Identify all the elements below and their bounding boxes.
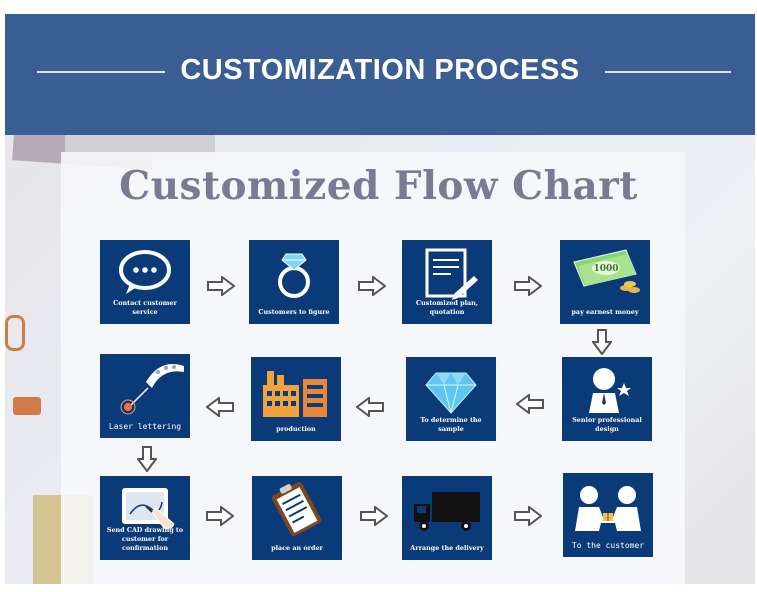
step-label: production <box>276 425 316 433</box>
arrow-right-icon <box>514 276 542 296</box>
step-label: place an order <box>271 544 323 552</box>
step-senior-professional-design: Senior professional design <box>562 357 652 441</box>
money-note-text: 1000 <box>593 264 618 274</box>
header-banner: CUSTOMIZATION PROCESS <box>5 14 755 135</box>
gemstone-icon <box>425 372 477 414</box>
money-icon: 1000 <box>573 249 640 293</box>
step-customers-to-figure: Customers to figure <box>249 240 339 324</box>
arrow-left-icon <box>516 394 544 414</box>
step-customized-plan-quotation: Customized plan, quotation <box>402 240 492 324</box>
step-to-the-customer: To the customer <box>563 473 653 557</box>
step-label: Send CAD drawing to customer for confirm… <box>106 526 184 552</box>
step-label: Senior professional design <box>572 416 642 433</box>
step-place-an-order: place an order <box>252 476 342 560</box>
ruler-decoration <box>65 135 215 157</box>
truck-icon <box>414 492 480 531</box>
step-label: To the customer <box>571 541 645 550</box>
arrow-down-icon <box>592 329 612 355</box>
step-contact-customer-service: Contact customer service <box>100 240 190 324</box>
step-label: pay earnest money <box>571 308 639 316</box>
step-arrange-the-delivery: Arrange the delivery <box>402 476 492 560</box>
step-send-cad-drawing: Send CAD drawing to customer for confirm… <box>100 476 190 560</box>
step-label: Arrange the delivery <box>410 544 484 552</box>
step-to-determine-the-sample: To determine the sample <box>406 357 496 441</box>
step-production: production <box>251 357 341 441</box>
document-pen-icon <box>425 248 478 300</box>
arrow-right-icon <box>358 276 386 296</box>
step-label: To determine the sample <box>420 416 482 433</box>
arrow-right-icon <box>360 506 388 526</box>
page-title: CUSTOMIZATION PROCESS <box>180 54 580 86</box>
binder-clip-decoration <box>5 315 25 351</box>
cad-tablet-icon <box>122 488 175 529</box>
arrow-right-icon <box>206 506 234 526</box>
laser-engraver-icon <box>120 364 184 415</box>
step-label: Customized plan, quotation <box>415 299 479 316</box>
designer-icon <box>589 368 631 413</box>
arrow-down-icon <box>137 446 157 472</box>
handover-icon <box>575 486 641 531</box>
clipboard-icon <box>271 481 322 537</box>
arrow-left-icon <box>356 397 384 417</box>
arrow-left-icon <box>206 397 234 417</box>
diamond-ring-icon <box>278 253 310 298</box>
arrow-right-icon <box>207 276 235 296</box>
flow-chart-title: Customized Flow Chart <box>119 163 638 209</box>
step-label: Contact customer service <box>113 299 177 316</box>
header-left-rule <box>37 71 165 73</box>
step-label: Customers to figure <box>258 308 330 316</box>
step-label: Laser lettering <box>108 422 182 431</box>
arrow-right-icon <box>514 506 542 526</box>
binder-clip-decoration-2 <box>13 397 41 415</box>
step-laser-lettering: Laser lettering <box>100 354 190 438</box>
factory-icon <box>263 371 327 417</box>
chat-bubble-icon <box>119 250 171 294</box>
header-right-rule <box>605 71 731 73</box>
step-pay-earnest-money: 1000 pay earnest money <box>560 240 650 324</box>
